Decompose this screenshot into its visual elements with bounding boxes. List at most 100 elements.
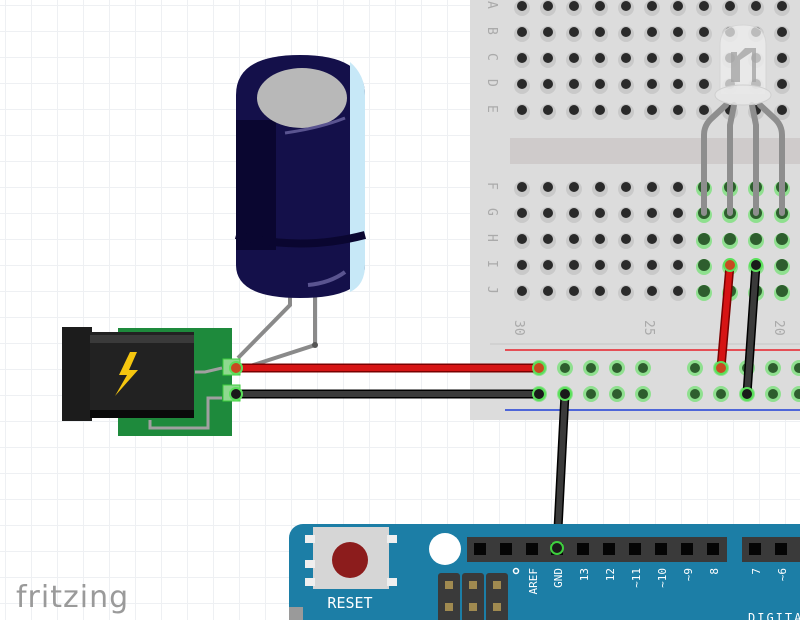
breadboard-hole[interactable] bbox=[569, 53, 579, 63]
rail-hole[interactable] bbox=[768, 363, 778, 373]
breadboard-hole[interactable] bbox=[569, 286, 579, 296]
gnd-wire-arduino[interactable] bbox=[554, 391, 568, 551]
rail-hole[interactable] bbox=[794, 363, 800, 373]
breadboard-hole[interactable] bbox=[543, 105, 553, 115]
breadboard-hole[interactable] bbox=[699, 79, 709, 89]
header-pin[interactable] bbox=[775, 543, 787, 555]
breadboard-hole[interactable] bbox=[517, 260, 527, 270]
rail-hole[interactable] bbox=[638, 389, 648, 399]
rail-hole[interactable] bbox=[612, 363, 622, 373]
breadboard-hole[interactable] bbox=[595, 208, 605, 218]
breadboard-hole[interactable] bbox=[777, 53, 787, 63]
breadboard-hole[interactable] bbox=[699, 105, 709, 115]
breadboard-hole[interactable] bbox=[517, 79, 527, 89]
breadboard-hole[interactable] bbox=[543, 260, 553, 270]
breadboard-hole[interactable] bbox=[517, 182, 527, 192]
breadboard-hole[interactable] bbox=[595, 286, 605, 296]
breadboard-hole[interactable] bbox=[621, 27, 631, 37]
breadboard-hole[interactable] bbox=[673, 27, 683, 37]
breadboard-hole[interactable] bbox=[673, 79, 683, 89]
breadboard-hole[interactable] bbox=[699, 1, 709, 11]
breadboard-hole[interactable] bbox=[725, 1, 735, 11]
breadboard-hole[interactable] bbox=[569, 105, 579, 115]
breadboard-hole[interactable] bbox=[517, 105, 527, 115]
breadboard-hole[interactable] bbox=[595, 182, 605, 192]
header-pin[interactable] bbox=[629, 543, 641, 555]
header-pin[interactable] bbox=[577, 543, 589, 555]
breadboard-hole[interactable] bbox=[699, 53, 709, 63]
breadboard-hole[interactable] bbox=[724, 233, 736, 245]
breadboard-hole[interactable] bbox=[569, 182, 579, 192]
breadboard-hole[interactable] bbox=[569, 79, 579, 89]
breadboard-hole[interactable] bbox=[647, 260, 657, 270]
breadboard-hole[interactable] bbox=[776, 233, 788, 245]
breadboard-hole[interactable] bbox=[673, 1, 683, 11]
header-pin[interactable] bbox=[749, 543, 761, 555]
header-pin[interactable] bbox=[707, 543, 719, 555]
breadboard-hole[interactable] bbox=[777, 27, 787, 37]
breadboard-hole[interactable] bbox=[777, 79, 787, 89]
breadboard-hole[interactable] bbox=[543, 79, 553, 89]
rail-hole[interactable] bbox=[586, 389, 596, 399]
rail-hole[interactable] bbox=[690, 389, 700, 399]
breadboard-hole[interactable] bbox=[543, 182, 553, 192]
rail-hole[interactable] bbox=[794, 389, 800, 399]
breadboard-hole[interactable] bbox=[543, 1, 553, 11]
header-pin[interactable] bbox=[526, 543, 538, 555]
breadboard-hole[interactable] bbox=[621, 53, 631, 63]
rail-hole[interactable] bbox=[638, 363, 648, 373]
breadboard-hole[interactable] bbox=[673, 105, 683, 115]
rail-hole[interactable] bbox=[768, 389, 778, 399]
breadboard-hole[interactable] bbox=[776, 259, 788, 271]
breadboard-hole[interactable] bbox=[647, 1, 657, 11]
breadboard-hole[interactable] bbox=[647, 182, 657, 192]
breadboard-hole[interactable] bbox=[777, 1, 787, 11]
breadboard-hole[interactable] bbox=[595, 53, 605, 63]
breadboard-hole[interactable] bbox=[543, 208, 553, 218]
breadboard-hole[interactable] bbox=[543, 53, 553, 63]
header-pin[interactable] bbox=[681, 543, 693, 555]
breadboard-hole[interactable] bbox=[621, 182, 631, 192]
breadboard-hole[interactable] bbox=[673, 182, 683, 192]
breadboard-hole[interactable] bbox=[595, 27, 605, 37]
reset-button[interactable] bbox=[305, 527, 397, 589]
breadboard-hole[interactable] bbox=[569, 27, 579, 37]
dc-barrel-jack[interactable] bbox=[62, 327, 241, 436]
breadboard-hole[interactable] bbox=[595, 234, 605, 244]
breadboard-hole[interactable] bbox=[569, 234, 579, 244]
breadboard-hole[interactable] bbox=[621, 1, 631, 11]
header-pin[interactable] bbox=[655, 543, 667, 555]
breadboard-hole[interactable] bbox=[569, 208, 579, 218]
header-pin[interactable] bbox=[500, 543, 512, 555]
led-black-wire[interactable] bbox=[744, 262, 759, 397]
breadboard-hole[interactable] bbox=[647, 79, 657, 89]
breadboard-hole[interactable] bbox=[673, 234, 683, 244]
header-pin[interactable] bbox=[474, 543, 486, 555]
rail-hole[interactable] bbox=[586, 363, 596, 373]
breadboard-hole[interactable] bbox=[647, 27, 657, 37]
breadboard-hole[interactable] bbox=[543, 234, 553, 244]
breadboard-hole[interactable] bbox=[595, 1, 605, 11]
breadboard-hole[interactable] bbox=[750, 233, 762, 245]
breadboard-hole[interactable] bbox=[699, 27, 709, 37]
breadboard-hole[interactable] bbox=[647, 234, 657, 244]
breadboard-hole[interactable] bbox=[647, 208, 657, 218]
breadboard-hole[interactable] bbox=[673, 53, 683, 63]
electrolytic-capacitor[interactable] bbox=[234, 55, 367, 298]
breadboard-hole[interactable] bbox=[673, 260, 683, 270]
rail-hole[interactable] bbox=[690, 363, 700, 373]
header-pin[interactable] bbox=[603, 543, 615, 555]
breadboard-hole[interactable] bbox=[543, 286, 553, 296]
breadboard-hole[interactable] bbox=[569, 1, 579, 11]
breadboard-hole[interactable] bbox=[647, 105, 657, 115]
breadboard-hole[interactable] bbox=[517, 27, 527, 37]
breadboard-hole[interactable] bbox=[621, 260, 631, 270]
breadboard-hole[interactable] bbox=[595, 105, 605, 115]
breadboard-hole[interactable] bbox=[621, 234, 631, 244]
breadboard-hole[interactable] bbox=[647, 53, 657, 63]
rgb-led[interactable] bbox=[701, 24, 785, 216]
breadboard-hole[interactable] bbox=[517, 53, 527, 63]
breadboard-hole[interactable] bbox=[621, 105, 631, 115]
breadboard-hole[interactable] bbox=[673, 208, 683, 218]
